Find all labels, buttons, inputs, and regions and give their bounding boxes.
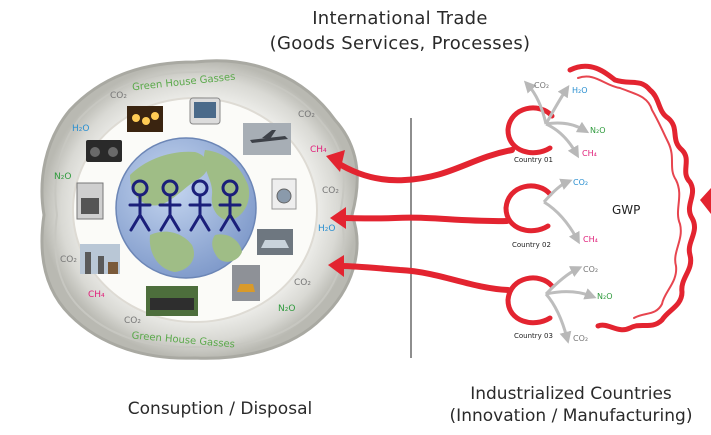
emission-arrow: [542, 178, 573, 203]
industrialized-caption-line2: (Innovation / Manufacturing): [449, 406, 693, 426]
trade-arrow-2-head: [330, 207, 346, 229]
stove-icon: [76, 182, 104, 220]
gwp-arrow-head: [700, 188, 711, 214]
consumption-caption: Consuption / Disposal: [127, 399, 313, 419]
ring-gas-label: CO₂: [110, 91, 127, 101]
ring-gas-label: CO₂: [124, 316, 141, 326]
trade-arrow-2: [339, 214, 510, 225]
people-group: [128, 179, 242, 232]
trade-arrow-3-head: [328, 255, 344, 277]
trade-arrows: [326, 147, 515, 293]
washing-machine-icon: [271, 178, 297, 210]
industrialized-caption-line1: Industrialized Countries: [470, 384, 672, 404]
ring-gas-label: CO₂: [60, 255, 77, 265]
gwp-label: GWP: [612, 203, 640, 217]
emission-arrow: [545, 121, 590, 134]
country-gas-label: H₂O: [572, 86, 588, 95]
country-gas-label: CH₄: [583, 235, 598, 244]
country-name-label: Country 03: [514, 332, 553, 340]
emission-arrow: [543, 200, 580, 245]
ring-gas-label: CO₂: [298, 110, 315, 120]
country-name-label: Country 02: [512, 241, 551, 249]
gwp-cloud: [567, 63, 697, 333]
emission-arrow: [545, 288, 597, 300]
country-swirl-3: CO₂ N₂O CO₂ Country 03: [505, 265, 613, 344]
factory-icon: [80, 244, 120, 274]
ring-gas-label: CH₄: [310, 145, 327, 155]
country-gas-label: CO₂: [573, 178, 588, 187]
gwp-cloud-inner: [577, 75, 682, 319]
person-figure: [158, 179, 182, 232]
light-bulbs-icon: [127, 106, 163, 132]
airplane-icon: [243, 123, 291, 155]
country-name-label: Country 01: [514, 156, 553, 164]
emission-arrow: [523, 80, 548, 125]
car-icon: [257, 229, 293, 255]
television-icon: [189, 97, 221, 125]
trade-arrow-1-head: [326, 150, 345, 172]
trade-arrow-1: [333, 147, 515, 184]
ring-gas-label: CO₂: [322, 186, 339, 196]
diagram-title-line1: International Trade: [312, 8, 488, 29]
emission-arrow: [544, 85, 570, 125]
ring-gas-labels: CO₂ CO₂ H₂O CH₄ N₂O CO₂ H₂O CO₂ CO₂ CH₄ N₂O CO₂: [54, 91, 339, 326]
country-swirl-2: CO₂ CH₄ Country 02: [503, 178, 598, 249]
person-figure: [188, 179, 212, 232]
train-icon: [146, 286, 198, 316]
emission-arrow: [544, 293, 572, 344]
excavator-icon: [232, 265, 260, 301]
radio-icon: [86, 140, 122, 162]
ring-gas-label: N₂O: [54, 172, 71, 182]
country-gas-label: N₂O: [597, 292, 613, 301]
country-gas-label: CO₂: [534, 81, 549, 90]
country-gas-label: CO₂: [583, 265, 598, 274]
person-figure: [128, 179, 152, 232]
ring-gas-label: H₂O: [318, 224, 335, 234]
globe: [115, 137, 257, 279]
ring-gas-label: H₂O: [72, 124, 89, 134]
trade-arrow-3: [338, 263, 511, 293]
country-gas-label: N₂O: [590, 126, 606, 135]
emission-arrow: [544, 266, 583, 296]
ring-gas-label: CH₄: [88, 290, 105, 300]
country-gas-label: CH₄: [582, 149, 597, 158]
ring-gas-label: N₂O: [278, 304, 295, 314]
person-figure: [218, 179, 242, 232]
emission-arrow: [545, 122, 579, 159]
country-swirl-1: CO₂ H₂O N₂O CH₄ Country 01: [505, 80, 606, 164]
diagram-title-line2: (Goods Services, Processes): [269, 33, 531, 54]
ring-gas-label: CO₂: [294, 278, 311, 288]
country-gas-label: CO₂: [573, 334, 588, 343]
